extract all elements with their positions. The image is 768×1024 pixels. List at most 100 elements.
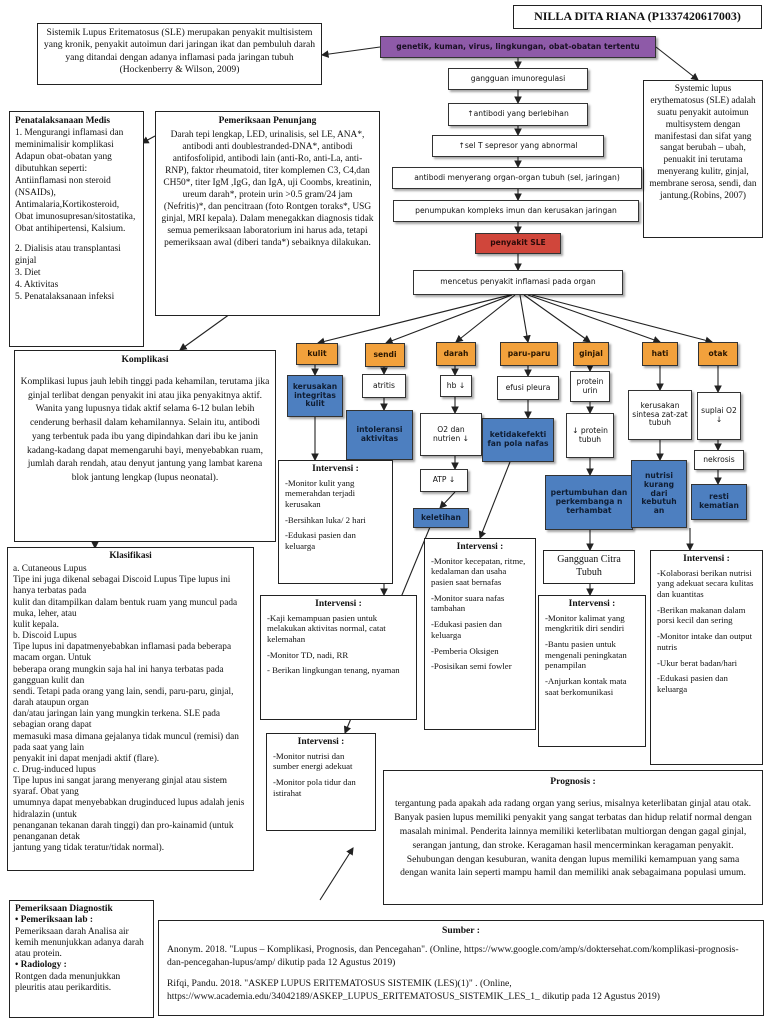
intervensi-hati-item: -Berikan makanan dalam porsi kecil dan s…: [657, 604, 746, 626]
prognosis-title: Prognosis :: [550, 776, 596, 787]
paru-effect-2-text: ketidakefekti fan pola nafas: [487, 430, 549, 448]
intervensi-paru-title: Intervensi :: [456, 542, 504, 552]
pemeriksaan-diagnostik-title: Pemeriksaan Diagnostik: [15, 904, 113, 914]
ginjal-effect-2-text: ↓ protein tubuh: [572, 425, 608, 444]
klasifikasi-line: Tipe ini juga dikenal sebagai Discoid Lu…: [13, 575, 231, 597]
otak-effect-3: resti kematian: [691, 484, 747, 520]
radiology-label: • Radiology :: [15, 960, 67, 971]
darah-effect-4-text: keletihan: [421, 512, 461, 522]
intervensi-hati-item: -Edukasi pasien dan keluarga: [657, 673, 728, 695]
definition-text: Sistemik Lupus Eritematosus (SLE) merupa…: [43, 27, 316, 75]
penatalaksanaan-line: 1. Mengurangi inflamasi dan meminimalisi…: [15, 128, 124, 151]
paru-effect-1-text: efusi pleura: [505, 382, 551, 392]
organ-kulit-label: kulit: [307, 348, 327, 358]
ginjal-effect-1: protein urin: [570, 371, 610, 402]
intervensi-kulit-item: -Monitor kulit yang memerahdan terjadi k…: [285, 477, 356, 510]
flow-step2: ↑antibodi yang berlebihan: [448, 103, 588, 126]
klasifikasi-line: umumnya dapat menyebabkan druginduced lu…: [13, 798, 245, 820]
penatalaksanaan-box: Penatalaksanaan Medis 1. Mengurangi infl…: [9, 111, 144, 347]
organ-hati: hati: [642, 342, 678, 366]
flow-step2-text: ↑antibodi yang berlebihan: [467, 109, 569, 119]
intervensi-sendi-title: Intervensi :: [315, 599, 362, 609]
author-header: NILLA DITA RIANA (P1337420617003): [513, 5, 762, 29]
pemeriksaan-penunjang-text: Darah tepi lengkap, LED, urinalisis, sel…: [161, 130, 374, 249]
intervensi-ginjal-item: -Bantu pasien untuk mengenali peningkata…: [545, 639, 627, 671]
hati-effect-1-text: kerusakan sintesa zat-zat tubuh: [632, 400, 688, 428]
intervensi-hati-item: -Kolaborasi berikan nutrisi yang adekuat…: [657, 567, 754, 600]
flow-step7: mencetus penyakit inflamasi pada organ: [413, 270, 623, 295]
organ-kulit: kulit: [296, 343, 338, 365]
darah-effect-2-text: O2 dan nutrien ↓: [432, 424, 470, 443]
organ-darah: darah: [436, 342, 476, 366]
pemeriksaan-penunjang-box: Pemeriksaan Penunjang Darah tepi lengkap…: [155, 111, 380, 316]
penatalaksanaan-line: 2. Dialisis atau transplantasi ginjal: [15, 244, 121, 267]
intervensi-paru-box: Intervensi : -Monitor kecepatan, ritme, …: [424, 538, 536, 730]
flow-step6-text: penyakit SLE: [490, 238, 546, 248]
intervensi-sendi-item: -Monitor TD, nadi, RR: [267, 649, 349, 660]
intervensi-darah-box: Intervensi : -Monitor nutrisi dan sumber…: [266, 733, 376, 831]
klasifikasi-box: Klasifikasi a. Cutaneous Lupus Tipe ini …: [7, 547, 254, 871]
ginjal-effect-2: ↓ protein tubuh: [566, 413, 614, 458]
organ-sendi: sendi: [365, 343, 405, 367]
klasifikasi-line: Tipe lupus ini dapatmenyebabkan inflamas…: [13, 642, 232, 664]
flow-step3-text: ↑sel T sepresor yang abnormal: [458, 140, 578, 150]
darah-effect-1-text: hb ↓: [446, 380, 466, 390]
sendi-effect-2-text: intoleransi aktivitas: [356, 425, 403, 443]
flow-step3: ↑sel T sepresor yang abnormal: [432, 135, 604, 157]
klasifikasi-line: memasuki masa dimana gejalanya tidak mun…: [13, 731, 239, 753]
flow-step1: gangguan imunoregulasi: [448, 68, 588, 90]
darah-effect-2: O2 dan nutrien ↓: [420, 413, 482, 456]
klasifikasi-line: penanganan tekanan darah tinggi) dan pro…: [13, 820, 234, 842]
intervensi-darah-item: -Monitor nutrisi dan sumber energi adeku…: [273, 750, 353, 772]
intervensi-kulit-box: Intervensi : -Monitor kulit yang memerah…: [278, 460, 393, 584]
penatalaksanaan-line: 3. Diet: [15, 268, 41, 279]
ginjal-effect-1-text: protein urin: [576, 376, 604, 395]
lab-text: Pemeriksaan darah Analisa air kemih menu…: [15, 926, 144, 960]
intervensi-ginjal-item: -Anjurkan kontak mata saat berkomunikasi: [545, 676, 627, 697]
ginjal-effect-3-text: pertumbuhan dan perkembanga n terhambat: [550, 488, 628, 515]
klasifikasi-line: penyakit ini dapat menjadi aktif (flare)…: [13, 753, 160, 764]
pemeriksaan-penunjang-title: Pemeriksaan Penunjang: [218, 116, 317, 126]
penatalaksanaan-line: 4. Aktivitas: [15, 280, 59, 291]
flow-step7-text: mencetus penyakit inflamasi pada organ: [440, 277, 596, 287]
intervensi-hati-item: -Ukur berat badan/hari: [657, 657, 738, 668]
ginjal-effect-4-text: Gangguan Citra Tubuh: [557, 554, 621, 578]
intervensi-paru-item: -Edukasi pasien dan keluarga: [431, 619, 502, 640]
hati-effect-1: kerusakan sintesa zat-zat tubuh: [628, 390, 692, 440]
penatalaksanaan-title: Penatalaksanaan Medis: [15, 116, 111, 126]
organ-ginjal: ginjal: [573, 342, 609, 366]
lab-label: • Pemeriksaan lab :: [15, 915, 94, 926]
flow-step4: antibodi menyerang organ-organ tubuh (se…: [392, 167, 642, 189]
klasifikasi-title: Klasifikasi: [109, 551, 152, 561]
prognosis-text: tergantung pada apakah ada radang organ …: [394, 797, 752, 879]
intervensi-darah-title: Intervensi :: [297, 737, 345, 747]
organ-ginjal-label: ginjal: [579, 348, 603, 358]
intervensi-hati-title: Intervensi :: [683, 554, 730, 564]
organ-otak: otak: [698, 342, 738, 366]
klasifikasi-line: b. Discoid Lupus: [13, 631, 77, 642]
intervensi-paru-item: -Monitor suara nafas tambahan: [431, 592, 505, 614]
sumber-ref: Anonym. 2018. "Lupus – Komplikasi, Progn…: [167, 943, 739, 968]
intervensi-kulit-title: Intervensi :: [312, 464, 359, 474]
otak-effect-2-text: nekrosis: [703, 454, 735, 464]
penatalaksanaan-line: 5. Penatalaksanaan infeksi: [15, 292, 115, 303]
hati-effect-2: nutrisi kurang dari kebutuh an: [631, 460, 687, 528]
sumber-ref: Rifqi, Pandu. 2018. "ASKEP LUPUS ERITEMA…: [167, 977, 661, 1002]
darah-effect-3-text: ATP ↓: [432, 475, 456, 485]
definition-en-text: Systemic lupus erythematosus (SLE) adala…: [649, 84, 757, 202]
organ-hati-label: hati: [651, 348, 669, 358]
klasifikasi-line: dan/atau jaringan lain yang mungkin terk…: [13, 709, 221, 731]
radiology-text: Rontgen dada menunjukkan pleuritis atau …: [15, 971, 121, 993]
klasifikasi-line: kulit kepala.: [13, 619, 59, 630]
intervensi-sendi-box: Intervensi : -Kaji kemampuan pasien untu…: [260, 595, 417, 720]
intervensi-paru-item: -Monitor kecepatan, ritme, kedalaman dan…: [431, 555, 526, 588]
flow-step5-text: penumpukan kompleks imun dan kerusakan j…: [415, 205, 617, 215]
definition-en-box: Systemic lupus erythematosus (SLE) adala…: [643, 80, 763, 238]
klasifikasi-line: c. Drug-induced lupus: [13, 764, 96, 775]
otak-effect-1-text: suplai O2 ↓: [701, 406, 737, 424]
pemeriksaan-diagnostik-box: Pemeriksaan Diagnostik • Pemeriksaan lab…: [9, 900, 154, 1018]
flow-step4-text: antibodi menyerang organ-organ tubuh (se…: [414, 172, 620, 182]
klasifikasi-line: kulit dan ditampilkan dalam bentuk ruam …: [13, 597, 238, 619]
intervensi-sendi-item: - Berikan lingkungan tenang, nyaman: [267, 665, 400, 676]
